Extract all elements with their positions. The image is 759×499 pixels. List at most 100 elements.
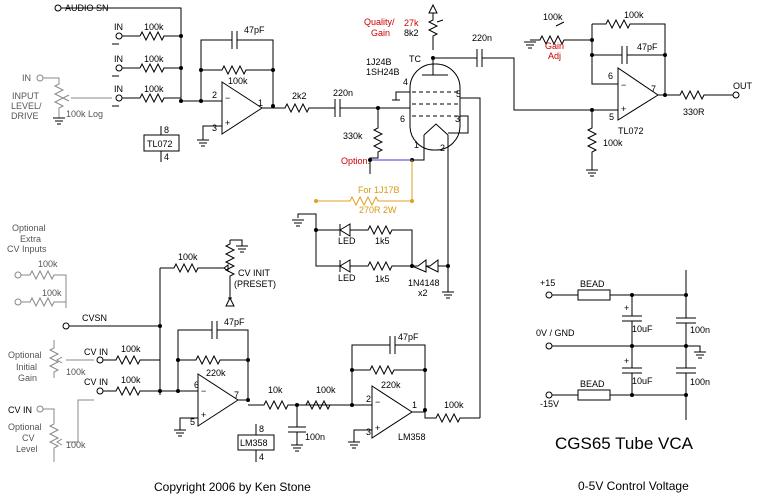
svg-text:100k Log: 100k Log [66,109,103,119]
svg-text:1: 1 [412,400,417,410]
svg-text:100n: 100n [305,432,325,442]
cv-section: Optional Extra CV Inputs 100k 100k CVSN … [7,223,480,462]
svg-text:Option:: Option: [341,156,370,166]
tube-anode [422,58,448,76]
svg-text:DRIVE: DRIVE [11,111,39,121]
svg-text:+: + [375,423,380,433]
output-stage: 100k Gain Adj 100k 47pF − + 6 5 7 TL072 … [523,10,753,177]
svg-text:6: 6 [608,71,613,81]
resistor-in3 [139,92,181,104]
tube-section: Quality/ Gain 27k 8k2 1J24B 1SH24B TC 22… [291,3,560,418]
svg-text:1J24B: 1J24B [366,57,392,67]
svg-text:BEAD: BEAD [580,379,605,389]
svg-text:(PRESET): (PRESET) [234,279,276,289]
svg-text:220k: 220k [381,380,401,390]
in-label-1: IN [114,22,123,32]
svg-text:5: 5 [456,89,461,99]
svg-text:+: + [621,104,626,114]
svg-text:100k: 100k [66,440,86,450]
r-fb-value: 100k [228,76,248,86]
schematic-subtitle: 0-5V Control Voltage [578,479,689,493]
svg-text:330k: 330k [343,131,363,141]
svg-text:1: 1 [414,140,419,150]
resistor-in2 [139,62,181,74]
in-label-2: IN [114,54,123,64]
svg-text:Optional: Optional [12,223,46,233]
svg-text:100k: 100k [178,252,198,262]
cv-in-jack-2[interactable] [96,387,104,395]
svg-text:1k5: 1k5 [375,274,390,284]
svg-text:CV IN: CV IN [84,347,108,357]
svg-text:LM358: LM358 [398,432,426,442]
svg-text:220n: 220n [472,33,492,43]
svg-text:2: 2 [212,90,217,100]
svg-text:Optional: Optional [8,422,42,432]
svg-text:100k: 100k [66,367,86,377]
svg-text:LEVEL/: LEVEL/ [11,101,42,111]
svg-text:6: 6 [194,380,199,390]
cv-in-jack-1[interactable] [96,356,104,364]
opamp-u2a [197,373,239,427]
svg-text:2k2: 2k2 [292,91,307,101]
r-in2-value: 100k [144,54,164,64]
svg-text:TC: TC [409,54,421,64]
svg-text:10uF: 10uF [632,376,653,386]
svg-text:100k: 100k [316,385,336,395]
svg-text:100k: 100k [444,400,464,410]
svg-text:−: − [621,80,626,90]
svg-text:3: 3 [212,123,217,133]
option-resistor-270r [316,160,413,207]
svg-text:100k: 100k [543,12,563,22]
svg-text:220k: 220k [206,368,226,378]
svg-text:Quality/: Quality/ [364,17,395,27]
in-label-3: IN [114,84,123,94]
svg-text:100k: 100k [603,138,623,148]
svg-text:TL072: TL072 [147,139,173,149]
svg-text:100k: 100k [121,344,141,354]
svg-text:Adj: Adj [548,51,561,61]
out-jack[interactable] [732,91,740,99]
svg-text:7: 7 [651,84,656,94]
input-mixer: AUDIO SN IN 100k IN 100k IN 100k 47pF 10… [11,3,410,174]
bead-top [577,289,611,301]
svg-text:LED: LED [338,236,356,246]
svg-text:CVSN: CVSN [82,313,107,323]
schematic-title: CGS65 Tube VCA [555,434,694,453]
svg-text:270R 2W: 270R 2W [359,205,397,215]
svg-text:8k2: 8k2 [404,28,419,38]
svg-text:2: 2 [366,394,371,404]
svg-text:1N4148: 1N4148 [408,278,440,288]
svg-text:3: 3 [366,427,371,437]
svg-text:CV: CV [22,433,35,443]
svg-text:47pF: 47pF [637,42,658,52]
svg-text:8: 8 [259,424,264,434]
svg-text:OUT: OUT [733,81,753,91]
svg-text:−: − [201,386,206,396]
svg-text:CV IN: CV IN [8,405,32,415]
svg-text:+: + [225,118,230,128]
opamp-u1b [617,67,659,121]
svg-text:4: 4 [259,452,264,462]
svg-text:47pF: 47pF [398,332,419,342]
svg-text:−: − [225,93,230,103]
svg-text:220n: 220n [333,88,353,98]
svg-text:For 1J17B: For 1J17B [358,185,400,195]
svg-text:330R: 330R [683,107,705,117]
svg-text:CV IN: CV IN [84,377,108,387]
svg-text:10uF: 10uF [632,324,653,334]
power-supply: +15 BEAD 0V / GND -15V BEAD + 10uF + 10u… [536,270,710,420]
svg-text:27k: 27k [404,18,419,28]
svg-text:100n: 100n [690,377,710,387]
svg-text:CV Inputs: CV Inputs [7,244,47,254]
svg-text:LM358: LM358 [240,438,268,448]
svg-text:1: 1 [258,98,263,108]
svg-text:x2: x2 [418,288,428,298]
svg-text:INPUT: INPUT [12,91,40,101]
svg-text:100k: 100k [38,259,58,269]
svg-text:+: + [624,303,629,313]
svg-text:10k: 10k [268,385,283,395]
svg-text:47pF: 47pF [224,317,245,327]
svg-text:3: 3 [455,114,460,124]
svg-text:5: 5 [609,112,614,122]
